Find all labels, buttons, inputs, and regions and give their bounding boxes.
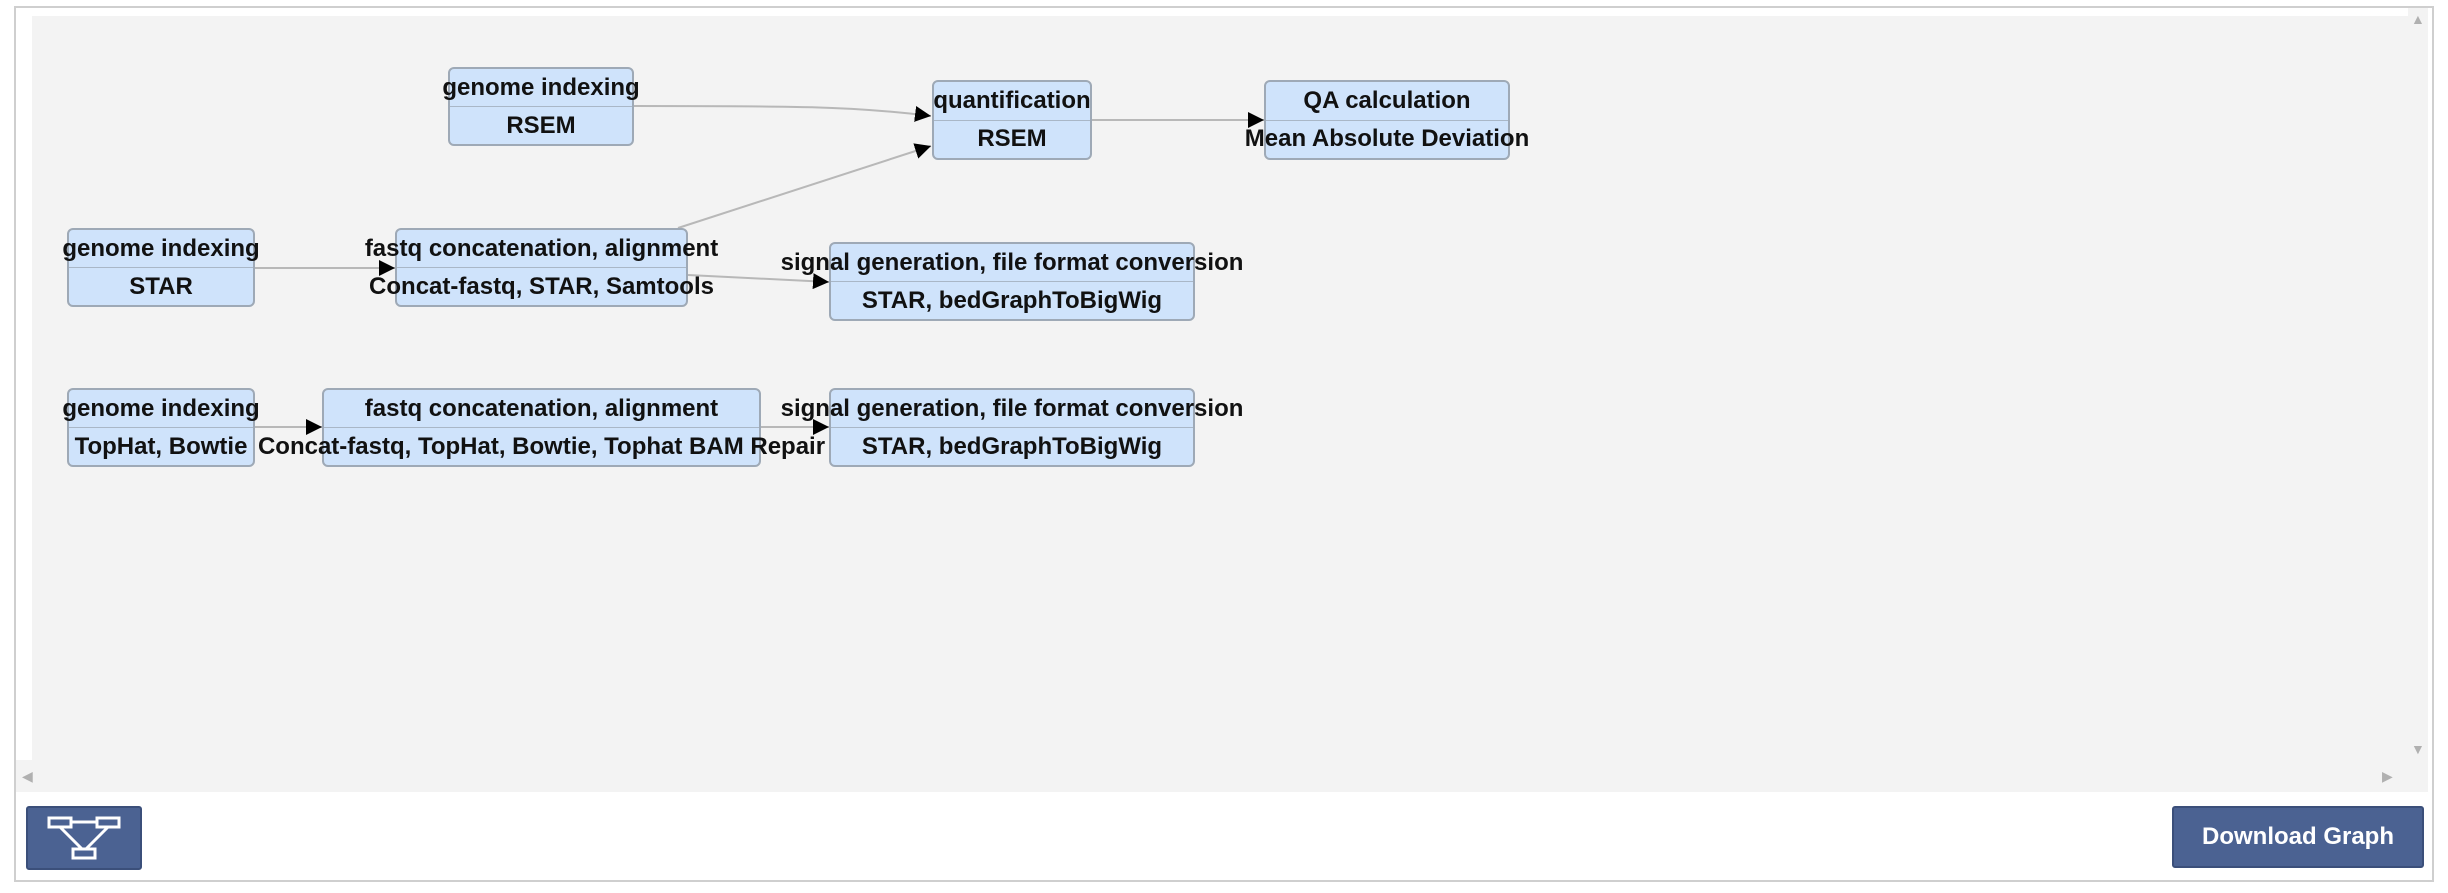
scroll-up-icon[interactable]: ▲ xyxy=(2411,11,2425,27)
download-graph-button[interactable]: Download Graph xyxy=(2172,806,2424,868)
edge-n5-n2 xyxy=(677,143,932,229)
node-tool-label: STAR, bedGraphToBigWig xyxy=(861,432,1163,460)
node-tool-label: RSEM xyxy=(977,125,1047,153)
node-step-label: quantification xyxy=(933,82,1091,121)
node-step-label: QA calculation xyxy=(1266,82,1508,121)
node-tool-label: STAR xyxy=(129,272,193,300)
edge-n5-n6 xyxy=(687,273,830,290)
graph-edges xyxy=(254,105,1264,435)
node-tool-label: RSEM xyxy=(506,111,576,139)
graph-toolbar: Download Graph xyxy=(16,792,2432,880)
horizontal-scrollbar[interactable]: ◀ ▶ xyxy=(16,760,2428,792)
node-signal-generation-tophat[interactable]: signal generation, file format conversio… xyxy=(781,388,1243,467)
node-tool-label: Mean Absolute Deviation xyxy=(1244,125,1530,153)
graph-panel: genome indexing RSEM quantification RSEM… xyxy=(14,6,2434,882)
node-step-label: signal generation, file format conversio… xyxy=(781,390,1243,428)
node-genome-indexing-star[interactable]: genome indexing STAR xyxy=(62,228,260,307)
node-signal-generation-star[interactable]: signal generation, file format conversio… xyxy=(781,242,1243,321)
node-step-label: signal generation, file format conversio… xyxy=(781,244,1243,282)
scroll-right-icon[interactable]: ▶ xyxy=(2382,768,2393,784)
node-genome-indexing-tophat[interactable]: genome indexing TopHat, Bowtie xyxy=(62,388,260,467)
edge-n1-n2 xyxy=(633,105,932,122)
node-qa-calculation[interactable]: QA calculation Mean Absolute Deviation xyxy=(1244,80,1530,160)
node-tool-label: TopHat, Bowtie xyxy=(74,432,248,460)
node-alignment-tophat[interactable]: fastq concatenation, alignment Concat-fa… xyxy=(257,388,826,467)
scroll-down-icon[interactable]: ▼ xyxy=(2411,741,2425,757)
node-alignment-star[interactable]: fastq concatenation, alignment Concat-fa… xyxy=(365,228,718,307)
scroll-left-icon[interactable]: ◀ xyxy=(22,768,33,784)
node-step-label: genome indexing xyxy=(62,390,260,428)
graph-layout-icon xyxy=(47,816,121,860)
node-step-label: fastq concatenation, alignment xyxy=(324,390,759,428)
node-genome-indexing-rsem[interactable]: genome indexing RSEM xyxy=(442,67,640,146)
node-quantification-rsem[interactable]: quantification RSEM xyxy=(932,80,1092,160)
graph-layout-button[interactable] xyxy=(26,806,142,870)
vertical-scrollbar[interactable]: ▲ ▼ xyxy=(2408,8,2428,760)
node-step-label: genome indexing xyxy=(62,230,260,268)
graph-canvas[interactable]: genome indexing RSEM quantification RSEM… xyxy=(32,16,2420,768)
node-step-label: genome indexing xyxy=(442,69,640,107)
node-tool-label: Concat-fastq, STAR, Samtools xyxy=(369,272,714,300)
node-tool-label: STAR, bedGraphToBigWig xyxy=(861,286,1163,314)
node-tool-label: Concat-fastq, TopHat, Bowtie, Tophat BAM… xyxy=(257,432,826,460)
node-step-label: fastq concatenation, alignment xyxy=(365,230,718,268)
